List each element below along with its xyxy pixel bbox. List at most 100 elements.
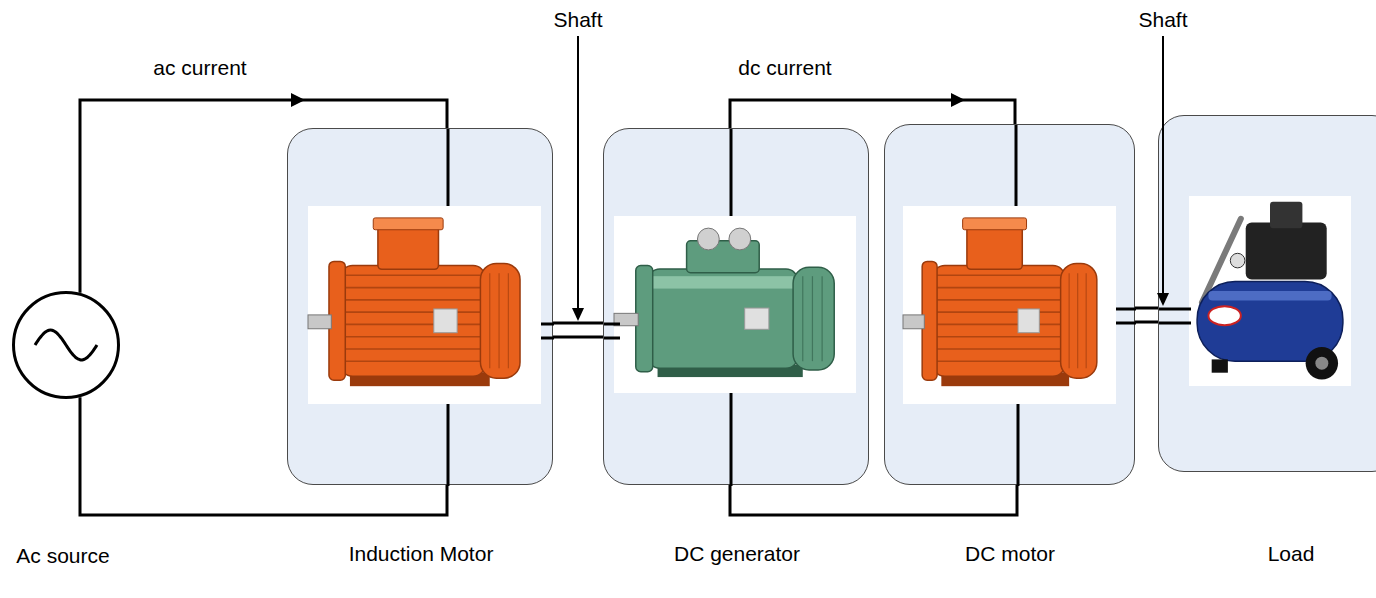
fan-cover-rib — [1069, 273, 1070, 368]
leader-line — [1162, 36, 1164, 295]
wire-lead — [1015, 125, 1018, 206]
pump-unit — [1246, 223, 1327, 280]
arrow-head — [291, 93, 305, 107]
motor-illustration — [308, 206, 541, 404]
wire-lead — [730, 393, 733, 486]
terminal-box — [967, 226, 1022, 270]
shaft-line — [1116, 308, 1136, 311]
current-label: dc current — [738, 55, 831, 80]
cooling-fin — [937, 274, 1061, 276]
name-plate — [1018, 309, 1039, 333]
cooling-fin — [937, 311, 1061, 313]
current-label: ac current — [153, 55, 246, 80]
motor-shaft — [903, 315, 924, 329]
shaft-line — [604, 337, 620, 340]
shaft-line — [541, 337, 554, 340]
cooling-fin — [345, 287, 480, 289]
cooling-fin — [937, 299, 1061, 301]
shaft-line — [604, 323, 620, 326]
motor-shaft — [308, 315, 331, 329]
motor-body — [648, 269, 798, 368]
machine-box: DC generator — [603, 128, 869, 485]
logo-badge — [1208, 306, 1240, 325]
machine-box: DC motor — [884, 124, 1135, 485]
machine-box: Induction Motor — [287, 128, 553, 485]
illustration — [885, 125, 1136, 486]
wire-line — [553, 323, 603, 337]
fan-cover-rib — [1077, 273, 1078, 368]
compressor-illustration — [1189, 196, 1351, 386]
ac-source-circle: Ac source — [12, 291, 120, 399]
cable-gland — [697, 228, 719, 250]
tank-foot — [1212, 359, 1228, 372]
shaft-line — [541, 323, 554, 326]
machine-label: Ac source — [16, 543, 109, 568]
cooling-fin — [937, 287, 1061, 289]
machine-label: Induction Motor — [349, 541, 494, 566]
wire-lead — [447, 129, 450, 206]
body-highlight — [653, 276, 793, 288]
illustration — [1159, 116, 1376, 473]
fan-cover-rib — [812, 276, 813, 361]
motor-body — [341, 265, 485, 376]
cooling-fin — [345, 324, 480, 326]
fan-cover-rib — [822, 276, 823, 361]
photo-ground — [903, 206, 1116, 404]
wire-lead — [447, 404, 450, 486]
fan-cover — [480, 263, 520, 378]
illustration — [288, 129, 554, 486]
name-plate — [434, 309, 457, 333]
fan-cover-rib — [802, 276, 803, 361]
leader-line — [577, 36, 579, 310]
machine-label: DC motor — [965, 541, 1055, 566]
photo-ground — [614, 216, 856, 393]
wire-connector — [730, 93, 1015, 128]
cooling-fin — [937, 324, 1061, 326]
terminal-box — [378, 226, 439, 270]
fan-cover-rib — [1086, 273, 1087, 368]
cooling-fin — [345, 274, 480, 276]
wheel-hub — [1315, 357, 1328, 370]
cooling-fin — [345, 360, 480, 362]
arrow-head — [951, 93, 965, 107]
illustration — [15, 294, 123, 402]
machine-box: Load — [1158, 115, 1376, 472]
cooling-fin — [345, 311, 480, 313]
sine-symbol — [35, 330, 97, 360]
cooling-fin — [345, 336, 480, 338]
wire-lead — [730, 129, 733, 216]
shaft-connector — [553, 323, 603, 337]
callout-label: Shaft — [1138, 7, 1187, 32]
photo-ground — [308, 206, 541, 404]
machine-label: Load — [1268, 541, 1315, 566]
cooling-fin — [345, 299, 480, 301]
cable-gland — [729, 228, 751, 250]
terminal-lid — [373, 218, 443, 230]
name-plate — [745, 308, 769, 329]
cooling-fin — [937, 336, 1061, 338]
leader-arrowhead — [572, 308, 584, 321]
callout-label: Shaft — [553, 7, 602, 32]
cooling-fin — [345, 348, 480, 350]
wire-line — [1135, 308, 1158, 322]
motor-illustration — [903, 206, 1116, 404]
shaft-connector — [1135, 308, 1158, 322]
wire-connector — [730, 485, 1017, 515]
fan-cover-rib — [508, 273, 509, 368]
tank-highlight — [1208, 291, 1331, 301]
illustration — [604, 129, 870, 486]
motor-body — [933, 265, 1065, 376]
cooling-fin — [937, 348, 1061, 350]
fan-cover-rib — [498, 273, 499, 368]
shaft-line — [1159, 322, 1191, 325]
photo-ground — [1189, 196, 1351, 386]
machine-label: DC generator — [674, 541, 800, 566]
pump-cylinder — [1270, 202, 1302, 229]
wire-line — [730, 485, 1017, 515]
wheel — [1306, 347, 1338, 379]
shaft-line — [1159, 308, 1191, 311]
cooling-fin — [937, 360, 1061, 362]
shaft-line — [1116, 322, 1136, 325]
